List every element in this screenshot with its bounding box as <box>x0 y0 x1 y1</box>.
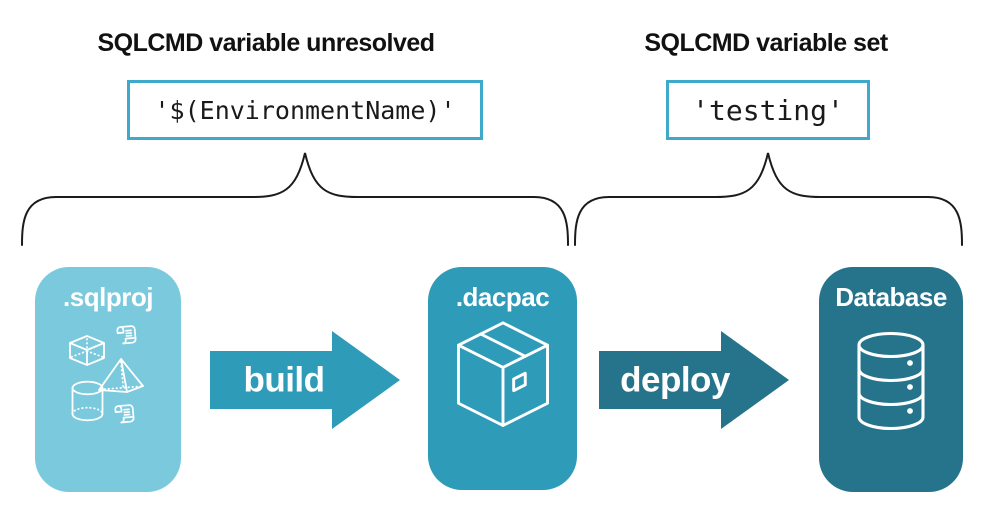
card-sqlproj: .sqlproj <box>35 267 181 492</box>
left-brace <box>21 152 569 246</box>
pyramid-icon <box>98 358 144 393</box>
build-arrow-label: build <box>243 361 324 400</box>
sql-project-objects-icon <box>69 325 144 424</box>
scroll-icon <box>114 404 135 424</box>
card-sqlproj-label: .sqlproj <box>63 282 153 312</box>
cube-icon <box>69 335 105 366</box>
card-database: Database <box>819 267 963 492</box>
build-arrow: build <box>210 331 400 429</box>
package-box-icon <box>456 321 549 427</box>
build-arrow-shape <box>210 331 400 429</box>
right-brace <box>574 152 963 246</box>
card-dacpac: .dacpac <box>428 267 577 490</box>
deploy-arrow-label: deploy <box>620 361 731 400</box>
database-cylinder-icon <box>857 331 925 431</box>
deploy-arrow: deploy <box>599 331 789 429</box>
cylinder-icon <box>71 380 104 422</box>
card-database-label: Database <box>835 282 947 312</box>
sqlcmd-variable-set-box: 'testing' <box>666 80 870 140</box>
heading-sqlcmd-unresolved: SQLCMD variable unresolved <box>97 29 435 57</box>
sqlcmd-variable-unresolved-box: '$(EnvironmentName)' <box>127 80 483 140</box>
scroll-icon <box>116 325 137 345</box>
card-dacpac-label: .dacpac <box>455 282 550 312</box>
deploy-arrow-shape <box>599 331 789 429</box>
sqlcmd-variable-set-value: 'testing' <box>692 93 844 127</box>
heading-sqlcmd-set: SQLCMD variable set <box>644 29 888 57</box>
sqlcmd-variable-unresolved-value: '$(EnvironmentName)' <box>154 95 456 125</box>
